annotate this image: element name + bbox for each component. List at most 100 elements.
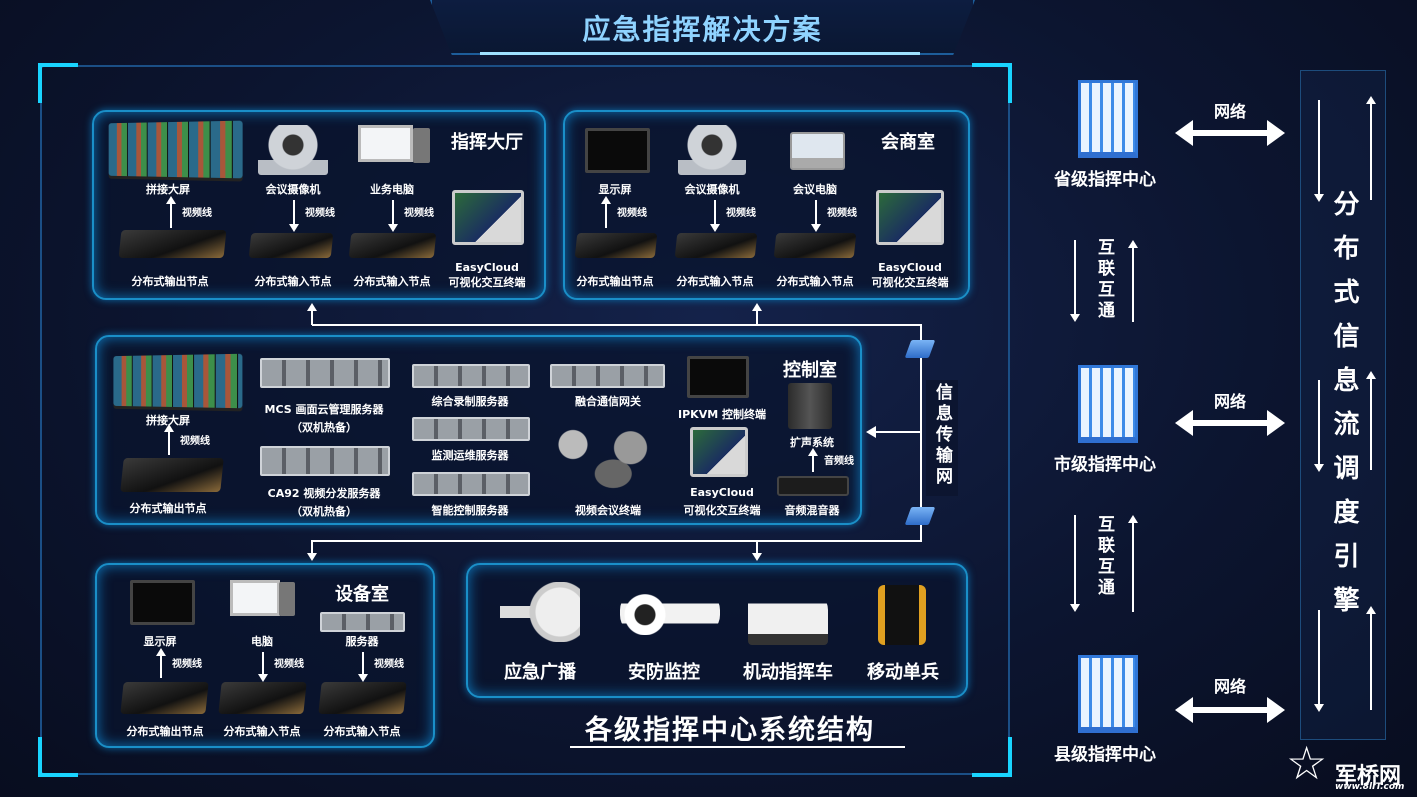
arrow-up-icon bbox=[1128, 240, 1138, 248]
engine-arrow-line bbox=[1370, 375, 1372, 470]
cable-line bbox=[293, 200, 295, 228]
system-structure-title: 各级指挥中心系统结构 bbox=[585, 715, 875, 746]
broadcast-horn-image bbox=[500, 582, 580, 642]
arrow-up-icon bbox=[752, 303, 762, 311]
conference-camera-image bbox=[258, 125, 328, 175]
device-label: 分布式输入节点 bbox=[353, 275, 431, 288]
bidirectional-arrow-icon bbox=[1175, 697, 1285, 723]
command-center-label: 县级指挥中心 bbox=[1054, 745, 1156, 765]
building-icon bbox=[1078, 80, 1138, 158]
cable-label: 视频线 bbox=[172, 659, 202, 670]
device-label: 电脑 bbox=[251, 635, 273, 648]
device-label: 综合录制服务器 bbox=[431, 395, 509, 408]
arrow-down-icon bbox=[289, 224, 299, 232]
device-label: 分布式输入节点 bbox=[776, 275, 854, 288]
device-label: IPKVM 控制终端 bbox=[678, 408, 766, 421]
arrow-up-icon bbox=[601, 196, 611, 204]
engine-arrow-line bbox=[1318, 380, 1320, 470]
interconnect-label: 互联互通 bbox=[1094, 515, 1114, 599]
command-center-label: 市级指挥中心 bbox=[1054, 455, 1156, 475]
recording-server-image bbox=[412, 364, 530, 388]
laptop-image bbox=[790, 132, 845, 170]
device-label: 拼接大屏 bbox=[146, 414, 190, 427]
network-link-label: 网络 bbox=[1213, 392, 1247, 411]
device-label: 分布式输出节点 bbox=[131, 275, 209, 288]
gateway-image bbox=[550, 364, 665, 388]
office-pc-image bbox=[358, 125, 430, 175]
arrow-up-icon bbox=[307, 303, 317, 311]
cable-label: 视频线 bbox=[827, 208, 857, 219]
device-label: 监测运维服务器 bbox=[431, 449, 509, 462]
network-label: 信息传输网 bbox=[932, 383, 952, 488]
device-label: 分布式输入节点 bbox=[676, 275, 754, 288]
dispatch-engine-label: 分布式信息流调度引擎 bbox=[1329, 190, 1359, 630]
network-label-bg bbox=[926, 380, 958, 496]
link-line bbox=[875, 431, 921, 433]
device-label: 服务器 bbox=[345, 635, 379, 648]
frame-corner bbox=[38, 737, 78, 777]
cable-label: 视频线 bbox=[180, 435, 210, 447]
server-image bbox=[320, 612, 405, 632]
network-link-label: 网络 bbox=[1213, 102, 1247, 121]
device-label: 拼接大屏 bbox=[146, 183, 190, 196]
control-server-image bbox=[412, 472, 530, 496]
network-line-top bbox=[312, 324, 922, 326]
arrow-line bbox=[1074, 240, 1076, 314]
device-label: 融合通信网关 bbox=[575, 395, 641, 408]
engine-arrow-line bbox=[1318, 610, 1320, 710]
cable-label: 视频线 bbox=[617, 208, 647, 219]
frame-corner bbox=[972, 737, 1012, 777]
main-frame bbox=[40, 65, 1010, 775]
video-conference-image bbox=[550, 425, 665, 490]
device-label: 分布式输入节点 bbox=[254, 275, 332, 288]
cable-line bbox=[812, 452, 814, 472]
device-label: 分布式输入节点 bbox=[323, 725, 401, 738]
cable-line bbox=[168, 428, 170, 455]
arrow-line bbox=[1132, 523, 1134, 612]
device-label: 可视化交互终端 bbox=[683, 504, 761, 517]
network-line-bottom bbox=[312, 540, 922, 542]
device-label: CA92 视频分发服务器 bbox=[267, 487, 381, 500]
arrow-left-icon bbox=[866, 426, 876, 438]
bidirectional-arrow-icon bbox=[1175, 120, 1285, 146]
output-node-image bbox=[118, 230, 227, 258]
bidirectional-arrow-icon bbox=[1175, 410, 1285, 436]
arrow-up-icon bbox=[166, 196, 176, 204]
conference-camera-image bbox=[678, 125, 746, 175]
link-line bbox=[311, 310, 313, 325]
device-label: 分布式输入节点 bbox=[223, 725, 301, 738]
title-banner bbox=[430, 0, 975, 55]
device-label: 分布式输出节点 bbox=[129, 502, 207, 515]
endpoint-label: 安防监控 bbox=[628, 662, 700, 683]
link-line bbox=[311, 540, 313, 554]
device-label: 显示屏 bbox=[143, 635, 177, 648]
cable-label: 视频线 bbox=[182, 208, 212, 219]
endpoint-label: 移动单兵 bbox=[867, 662, 939, 683]
arrow-down-icon bbox=[1314, 194, 1324, 202]
device-label: MCS 画面云管理服务器 bbox=[264, 403, 384, 416]
device-label: 分布式输出节点 bbox=[576, 275, 654, 288]
speaker-system-image bbox=[788, 383, 832, 429]
display-image bbox=[585, 128, 650, 173]
input-node-image bbox=[318, 682, 407, 714]
device-label: 音频混音器 bbox=[784, 504, 840, 517]
security-camera-image bbox=[620, 590, 720, 635]
easycloud-terminal-image bbox=[690, 427, 748, 477]
logo-star-icon: ☆ bbox=[1286, 736, 1328, 790]
cable-line bbox=[262, 652, 264, 678]
title-underline bbox=[480, 52, 920, 55]
arrow-down-icon bbox=[811, 224, 821, 232]
audio-mixer-image bbox=[777, 476, 849, 496]
pc-image bbox=[230, 580, 295, 628]
engine-arrow-line bbox=[1370, 610, 1372, 710]
command-vehicle-image bbox=[748, 590, 828, 645]
device-label: 会议摄像机 bbox=[265, 183, 321, 196]
cable-line bbox=[362, 652, 364, 678]
cable-line bbox=[605, 200, 607, 228]
arrow-down-icon bbox=[307, 553, 317, 561]
footer-underline bbox=[570, 746, 905, 748]
device-label: 可视化交互终端 bbox=[871, 276, 949, 289]
link-line bbox=[756, 310, 758, 325]
device-label: 会议电脑 bbox=[793, 183, 837, 196]
cable-line bbox=[170, 200, 172, 228]
